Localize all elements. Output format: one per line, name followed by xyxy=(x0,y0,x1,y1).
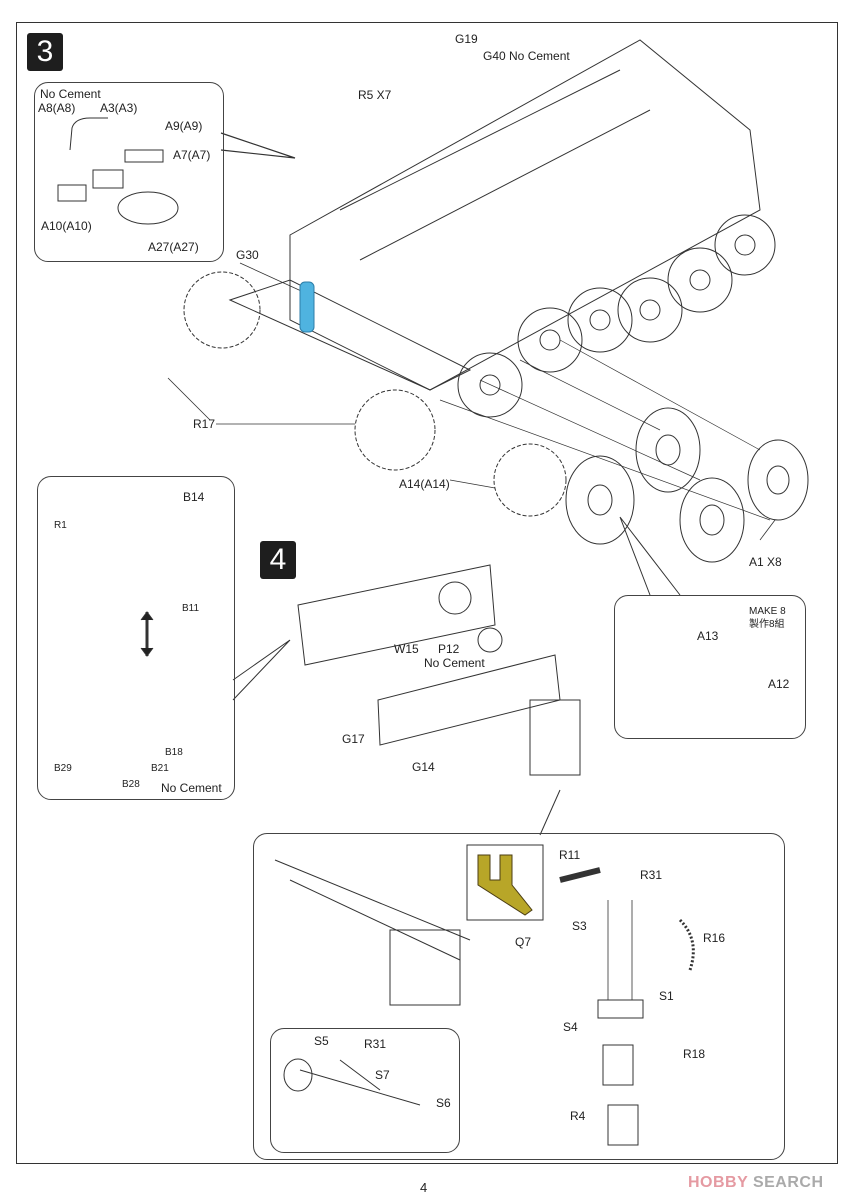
label-g14: G14 xyxy=(412,760,435,774)
step-4-badge: 4 xyxy=(260,541,296,579)
sprocket-a14 xyxy=(493,443,567,517)
label-s5: S5 xyxy=(314,1034,329,1048)
hatch-a10 xyxy=(57,184,87,202)
gun-sub-inset xyxy=(270,1028,460,1153)
g30-highlight xyxy=(299,281,315,333)
gun-assembly-inset xyxy=(253,833,785,1160)
label-no-cement: No Cement xyxy=(40,87,101,101)
hatch-inset-callout xyxy=(34,82,224,262)
label-a27: A27(A27) xyxy=(148,240,199,254)
gun-mount xyxy=(529,699,581,776)
label-q7: Q7 xyxy=(515,935,532,949)
label-r31-sub: R31 xyxy=(364,1037,387,1051)
p12-part xyxy=(477,627,503,653)
step-3-badge: 3 xyxy=(27,33,63,71)
hull-wheels xyxy=(457,214,776,418)
front-plate xyxy=(297,564,496,666)
label-a14: A14(A14) xyxy=(399,477,450,491)
hull-floor xyxy=(228,279,472,391)
label-a1: A1 X8 xyxy=(749,555,782,569)
label-r4: R4 xyxy=(570,1109,586,1123)
label-a13: A13 xyxy=(697,629,719,643)
label-b14: B14 xyxy=(183,490,205,504)
sprocket-front xyxy=(354,389,436,471)
sprocket-rear xyxy=(183,271,261,349)
wheel-exploded xyxy=(679,477,745,563)
wheel-exploded xyxy=(635,407,701,493)
wheel-exploded xyxy=(747,439,809,521)
label-make-8-zh: 製作8組 xyxy=(749,619,785,630)
label-b29: B29 xyxy=(54,763,72,774)
label-s3: S3 xyxy=(572,919,587,933)
label-g40: G40 No Cement xyxy=(483,49,570,63)
label-r1: R1 xyxy=(54,520,67,531)
hatch-a27 xyxy=(117,191,179,225)
page-number: 4 xyxy=(420,1180,428,1195)
label-s6: S6 xyxy=(436,1096,451,1110)
label-make-8: MAKE 8 xyxy=(749,606,786,617)
label-r31: R31 xyxy=(640,868,663,882)
wheel-exploded xyxy=(565,455,635,545)
label-a12: A12 xyxy=(768,677,790,691)
label-g30: G30 xyxy=(236,248,259,262)
label-w15: W15 xyxy=(394,642,419,656)
label-s4: S4 xyxy=(563,1020,578,1034)
label-a3: A3(A3) xyxy=(100,101,138,115)
watermark-brand: HOBBY xyxy=(688,1174,748,1191)
watermark: HOBBY SEARCH xyxy=(688,1174,824,1192)
hatch-a3 xyxy=(92,169,124,189)
hatch-a7 xyxy=(124,149,164,163)
label-a8: A8(A8) xyxy=(38,101,76,115)
label-r5: R5 X7 xyxy=(358,88,392,102)
label-b21: B21 xyxy=(151,763,169,774)
label-s1: S1 xyxy=(659,989,674,1003)
wheel-assembly-inset xyxy=(614,595,806,739)
hatch-a8 xyxy=(69,117,108,151)
yellow-detail-panel xyxy=(466,844,544,921)
label-a10: A10(A10) xyxy=(41,219,92,233)
watermark-suffix: SEARCH xyxy=(752,1174,824,1191)
hull-side-panel xyxy=(289,39,761,391)
label-b28: B28 xyxy=(122,779,140,790)
label-s7: S7 xyxy=(375,1068,390,1082)
label-p12-no-cement: No Cement xyxy=(424,656,485,670)
label-g17: G17 xyxy=(342,732,365,746)
label-a9: A9(A9) xyxy=(165,119,203,133)
label-b11: B11 xyxy=(182,603,200,614)
label-r18: R18 xyxy=(683,1047,706,1061)
label-no-cement-b: No Cement xyxy=(161,781,222,795)
plate-variant-inset xyxy=(37,476,235,800)
label-r17: R17 xyxy=(193,417,216,431)
page-frame xyxy=(16,22,838,1164)
label-g19: G19 xyxy=(455,32,478,46)
label-a7: A7(A7) xyxy=(173,148,211,162)
label-p12: P12 xyxy=(438,642,460,656)
label-r11: R11 xyxy=(559,848,581,862)
label-r16: R16 xyxy=(703,931,726,945)
label-b18: B18 xyxy=(165,747,183,758)
